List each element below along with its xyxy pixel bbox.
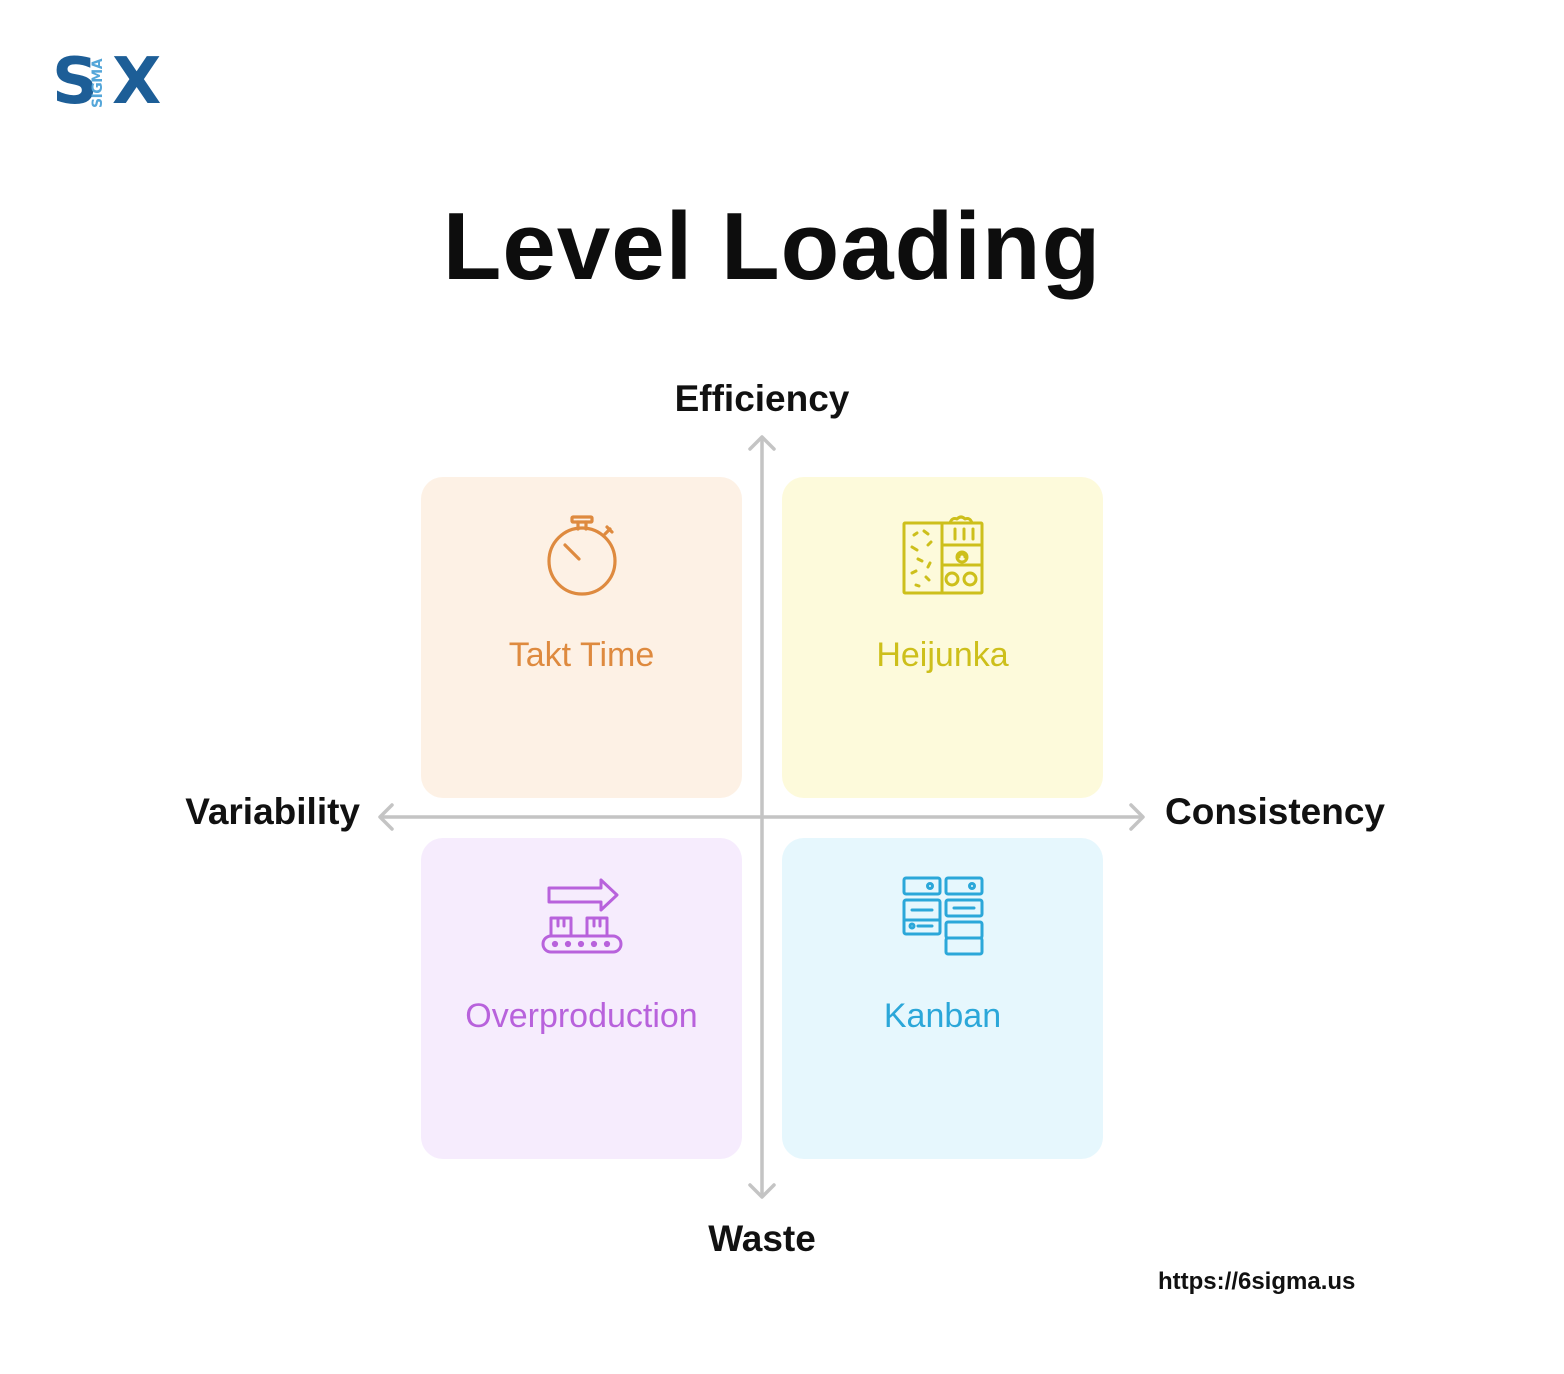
arrow-left-icon — [378, 803, 394, 831]
axis-label-top: Efficiency — [674, 378, 850, 419]
arrow-up-icon — [748, 435, 776, 451]
quadrant-label: Kanban — [883, 997, 1002, 1035]
quadrant-takt-time: Takt Time — [421, 477, 742, 798]
axis-label-left: Variability — [185, 791, 360, 832]
axis-label-bottom: Waste — [708, 1218, 816, 1259]
axis-label-right: Consistency — [1165, 791, 1386, 832]
arrow-right-icon — [1129, 803, 1145, 831]
quadrant-label: Overproduction — [465, 997, 698, 1035]
logo-letter-s: S — [52, 45, 99, 119]
logo-letter-x: X — [112, 45, 162, 119]
sixsigma-logo: S SIGMA X — [52, 50, 164, 114]
quadrant-heijunka: Heijunka — [782, 477, 1103, 798]
stopwatch-icon — [547, 515, 617, 596]
kanban-board-icon — [902, 876, 984, 956]
arrow-down-icon — [748, 1183, 776, 1199]
quadrant-overproduction: Overproduction — [421, 838, 742, 1159]
quadrant-label: Heijunka — [876, 636, 1009, 674]
conveyor-belt-icon — [541, 878, 623, 954]
page-title: Level Loading — [442, 193, 1102, 300]
footer-url: https://6sigma.us — [1158, 1268, 1356, 1295]
quadrant-label: Takt Time — [508, 636, 655, 674]
heijunka-box-icon — [902, 515, 984, 595]
quadrant-kanban: Kanban — [782, 838, 1103, 1159]
